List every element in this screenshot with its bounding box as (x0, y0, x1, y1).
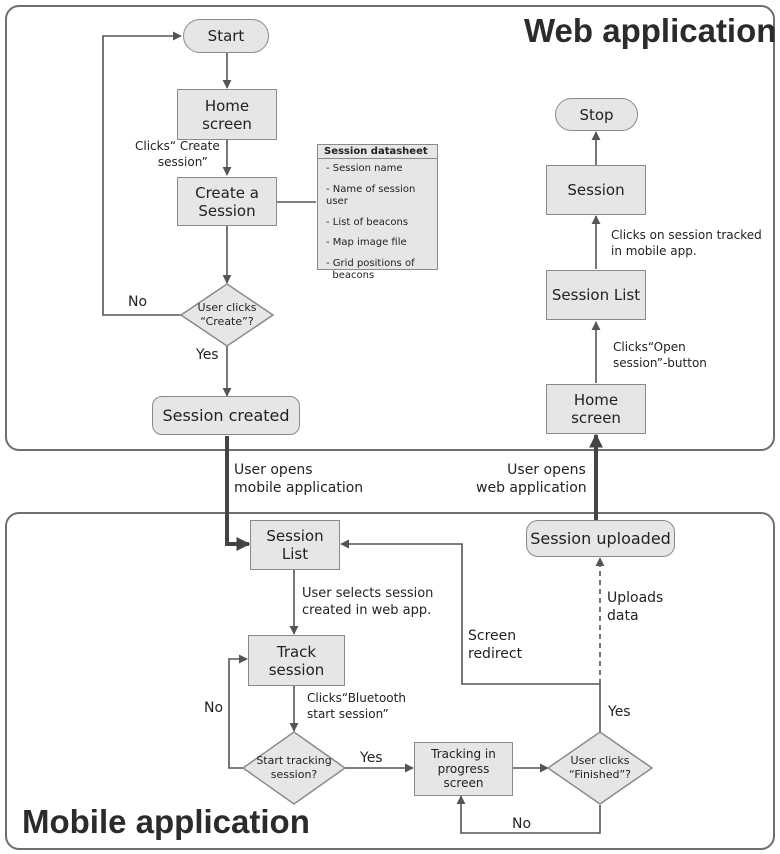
user-clicks-create-label: User clicks “Create”? (197, 301, 257, 328)
yes-label-create: Yes (196, 347, 219, 363)
yes-label-tracking: Yes (360, 750, 383, 766)
clicks-on-session-tracked-label: Clicks on session tracked in mobile app. (611, 228, 762, 258)
user-opens-mobile-label: User opens mobile application (234, 462, 364, 497)
session-created-box: Session created (152, 396, 300, 435)
no-label-tracking: No (204, 700, 224, 716)
no-label-create: No (128, 294, 148, 310)
screen-redirect-label: Screen redirect (468, 628, 523, 663)
no-label-finished: No (512, 816, 532, 832)
decision-start-tracking-diamond (241, 731, 347, 805)
arrow-redirect-to-sessionlist (340, 539, 601, 732)
mobile-application-panel (5, 512, 775, 850)
user-clicks-finished-label: User clicks “Finished”? (569, 754, 631, 781)
session-uploaded-box: Session uploaded (526, 520, 675, 557)
start-tracking-label: Start tracking session? (256, 754, 332, 781)
uploads-data-label: Uploads data (607, 590, 664, 625)
home-screen-box-right: Home screen (546, 384, 646, 434)
datasheet-item: - List of beacons (326, 216, 409, 228)
arrow-no-loop-to-track (228, 654, 248, 769)
arrow-no-loop-to-start (102, 31, 182, 316)
session-datasheet: Session datasheet - Session name - Name … (317, 144, 438, 281)
datasheet-item: - Session name (326, 163, 403, 174)
datasheet-item: - Grid positions of beacons (326, 257, 415, 282)
tracking-in-progress-box: Tracking in progress screen (414, 742, 513, 796)
start-terminal: Start (183, 19, 269, 53)
track-session-box: Track session (248, 635, 345, 686)
decision-finished-diamond (546, 731, 654, 805)
create-session-box: Create a Session (177, 177, 277, 226)
mobile-application-title: Mobile application (22, 803, 310, 840)
datasheet-title: Session datasheet (318, 145, 437, 159)
home-screen-box: Home screen (177, 89, 277, 140)
user-selects-session-label: User selects session created in web app. (302, 586, 434, 618)
stop-terminal: Stop (555, 98, 638, 131)
datasheet-items: - Session name - Name of session user - … (318, 159, 437, 295)
arrow-finished-no-loop (456, 795, 601, 834)
session-list-box-web: Session List (546, 270, 646, 320)
datasheet-item: - Map image file (326, 237, 407, 248)
clicks-open-session-label: Clicks“Open session”-button (613, 340, 707, 370)
datasheet-item: - Name of session user (326, 183, 416, 208)
decision-create-diamond (179, 283, 275, 347)
clicks-create-session-label: Clicks“ Create session” (135, 139, 220, 169)
session-list-box-mobile: Session List (250, 520, 340, 570)
session-box: Session (546, 165, 646, 215)
user-opens-web-label: User opens web application (476, 462, 587, 497)
arrow-to-mobile-app (225, 436, 251, 551)
yes-label-finished: Yes (608, 704, 631, 720)
web-application-title: Web application (524, 12, 777, 49)
clicks-bluetooth-label: Clicks“Bluetooth start session” (307, 691, 406, 721)
